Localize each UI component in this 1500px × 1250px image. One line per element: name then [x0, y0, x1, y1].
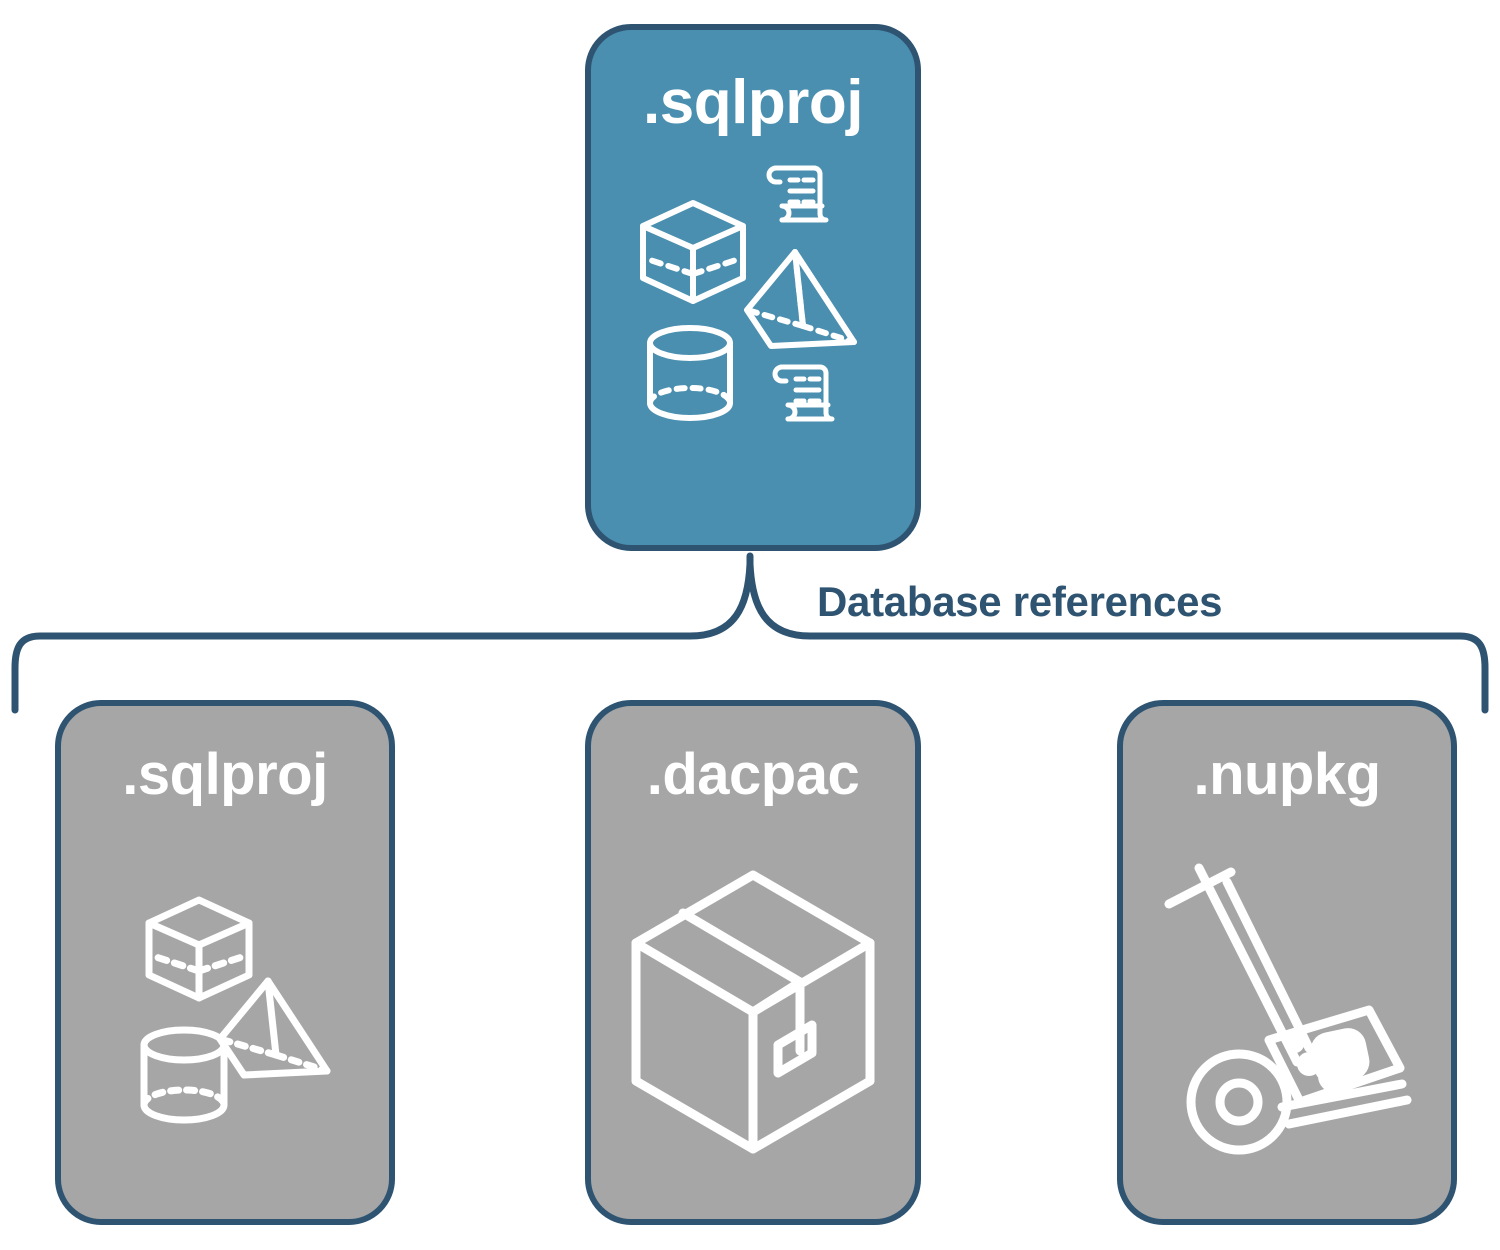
node-title-sqlproj-child: .sqlproj	[122, 742, 328, 807]
cube-wireframe-icon	[640, 200, 746, 304]
icon-group-sqlproj-shapes	[140, 896, 331, 1123]
pyramid-wireframe-icon	[744, 249, 857, 349]
node-card-dacpac[interactable]: .dacpac	[585, 700, 921, 1225]
node-card-nupkg[interactable]: .nupkg	[1117, 700, 1457, 1225]
connector-label-database-references: Database references	[817, 578, 1223, 625]
node-title-nupkg: .nupkg	[1193, 742, 1381, 807]
icon-group-dacpac	[591, 804, 915, 1219]
node-card-sqlproj-child[interactable]: .sqlproj	[55, 700, 395, 1225]
node-title-dacpac: .dacpac	[646, 742, 860, 807]
icon-group-database-objects	[638, 160, 868, 430]
icon-group-database-objects	[61, 804, 389, 1219]
node-card-sqlproj-root[interactable]: .sqlproj	[585, 24, 921, 551]
scroll-script-icon	[766, 165, 829, 223]
icon-group-nupkg	[1123, 804, 1451, 1219]
scroll-script-icon	[772, 364, 835, 422]
curly-brace-connector	[11, 552, 1489, 714]
shipping-box-icon	[631, 870, 875, 1153]
cylinder-wireframe-icon	[647, 325, 733, 421]
node-title-sqlproj-root: .sqlproj	[643, 68, 863, 137]
hand-truck-package-icon	[1164, 863, 1412, 1154]
